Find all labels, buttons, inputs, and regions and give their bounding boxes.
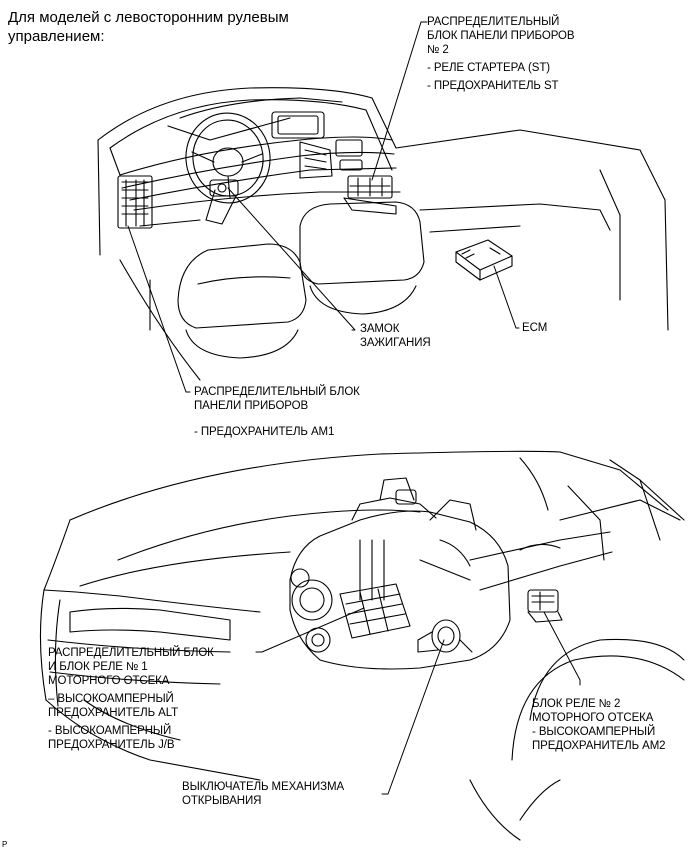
- relay2-line-1: БЛОК РЕЛЕ № 2: [532, 698, 621, 710]
- diagram-header: Для моделей с левосторонним рулевым упра…: [8, 8, 289, 46]
- ecm-line-1: ECM: [522, 322, 548, 334]
- hood-switch-line-2: ОТКРЫВАНИЯ: [182, 795, 262, 807]
- engine-jb-item-2a: - ВЫСОКОАМПЕРНЫЙ: [48, 725, 172, 737]
- engine-jb-line-1: РАСПРЕДЕЛИТЕЛЬНЫЙ БЛОК: [48, 647, 214, 659]
- relay2-item-1b: ПРЕДОХРАНИТЕЛЬ AM2: [532, 740, 666, 752]
- relay2-item-1a: - ВЫСОКОАМПЕРНЫЙ: [532, 726, 656, 738]
- jb2-label: РАСПРЕДЕЛИТЕЛЬНЫЙ БЛОК ПАНЕЛИ ПРИБОРОВ №…: [427, 15, 575, 93]
- jb1-item-1: - ПРЕДОХРАНИТЕЛЬ AM1: [194, 426, 335, 438]
- jb2-item-2: - ПРЕДОХРАНИТЕЛЬ ST: [427, 80, 559, 92]
- engine-jb-item-1a: – ВЫСОКОАМПЕРНЫЙ: [48, 693, 174, 705]
- ignition-line-2: ЗАЖИГАНИЯ: [360, 337, 431, 349]
- relay2-line-2: МОТОРНОГО ОТСЕКА: [532, 712, 654, 724]
- jb1-line-2: ПАНЕЛИ ПРИБОРОВ: [194, 400, 309, 412]
- engine-compartment-drawing: [39, 450, 685, 841]
- ecm-label: ECM: [522, 321, 547, 335]
- engine-jb-label: РАСПРЕДЕЛИТЕЛЬНЫЙ БЛОК И БЛОК РЕЛЕ № 1 М…: [48, 646, 214, 752]
- jb1-label: РАСПРЕДЕЛИТЕЛЬНЫЙ БЛОК ПАНЕЛИ ПРИБОРОВ -…: [194, 385, 360, 439]
- jb2-line-3: № 2: [427, 44, 449, 56]
- hood-switch-line-1: ВЫКЛЮЧАТЕЛЬ МЕХАНИЗМА: [182, 781, 345, 793]
- header-line-1: Для моделей с левосторонним рулевым: [8, 9, 289, 26]
- cabin-interior-drawing: [97, 87, 669, 381]
- jb2-line-2: БЛОК ПАНЕЛИ ПРИБОРОВ: [427, 30, 575, 42]
- jb2-line-1: РАСПРЕДЕЛИТЕЛЬНЫЙ: [427, 16, 560, 28]
- relay2-label: БЛОК РЕЛЕ № 2 МОТОРНОГО ОТСЕКА - ВЫСОКОА…: [532, 697, 666, 753]
- ignition-label: ЗАМОК ЗАЖИГАНИЯ: [360, 322, 431, 350]
- engine-jb-line-2: И БЛОК РЕЛЕ № 1: [48, 661, 148, 673]
- header-line-2: управлением:: [8, 28, 105, 45]
- ignition-line-1: ЗАМОК: [360, 323, 400, 335]
- engine-jb-line-3: МОТОРНОГО ОТСЕКА: [48, 675, 170, 687]
- bottom-leader-lines: [255, 607, 581, 795]
- figure-ref-code: P: [2, 840, 8, 849]
- top-leader-lines: [127, 21, 520, 393]
- jb2-item-1: - РЕЛЕ СТАРТЕРА (ST): [427, 62, 550, 74]
- engine-jb-item-1b: ПРЕДОХРАНИТЕЛЬ ALT: [48, 707, 179, 719]
- hood-switch-label: ВЫКЛЮЧАТЕЛЬ МЕХАНИЗМА ОТКРЫВАНИЯ: [182, 780, 344, 808]
- engine-jb-item-2b: ПРЕДОХРАНИТЕЛЬ J/B: [48, 739, 175, 751]
- jb1-line-1: РАСПРЕДЕЛИТЕЛЬНЫЙ БЛОК: [194, 386, 360, 398]
